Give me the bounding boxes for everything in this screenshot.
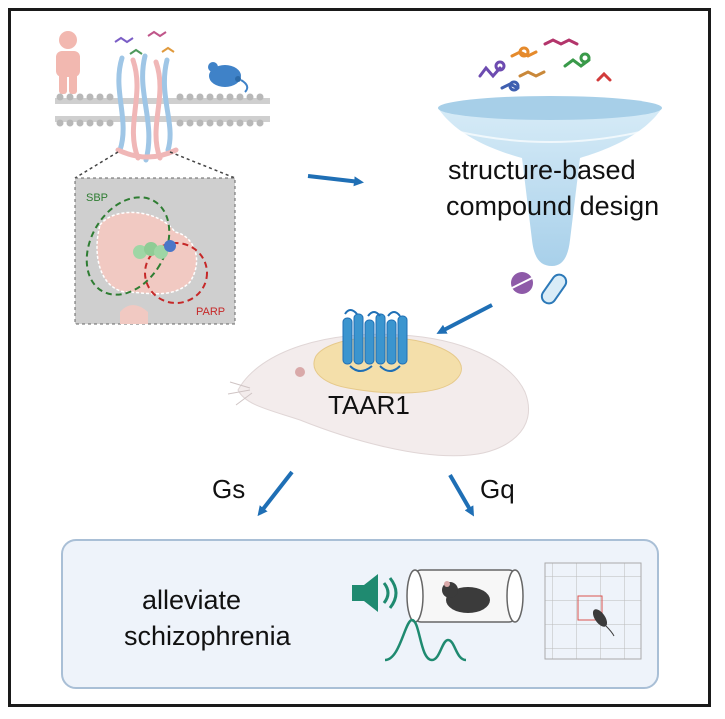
parp-outline: [144, 242, 208, 304]
binding-pocket-inset: [74, 177, 236, 325]
mouse-icon: [208, 62, 249, 93]
zoom-line: [169, 151, 236, 179]
peak-trace-icon: [384, 618, 467, 662]
pill-icon: [511, 272, 533, 294]
compound-library-icon: [478, 38, 612, 92]
design-label-line1: structure-based: [448, 155, 636, 185]
arrow-to-design: [307, 174, 364, 187]
ligand-molecules-icon: [114, 30, 175, 55]
design-label-line2: compound design: [446, 191, 660, 221]
sbp-label: SBP: [86, 192, 109, 204]
ligand-spheres: [133, 240, 176, 259]
funnel-icon: [438, 96, 662, 266]
human-icon: [56, 31, 80, 94]
sbp-outline: [85, 196, 171, 296]
arrow-to-receptor: [436, 303, 493, 334]
open-field-grid-icon: [544, 562, 642, 660]
capsule-icon: [540, 273, 568, 305]
cell-membrane: [55, 93, 270, 127]
zoom-line: [74, 151, 119, 179]
receptor-label: TAAR1: [328, 390, 410, 420]
arrow-gs: [257, 470, 294, 517]
gq-label: Gq: [480, 474, 515, 504]
receptor-ribbon-icon: [115, 53, 179, 163]
parp-label: PARP: [196, 306, 226, 318]
outcome-line1: alleviate: [142, 585, 242, 615]
arrow-gq: [448, 473, 475, 517]
startle-chamber-icon: [406, 569, 524, 623]
gs-label: Gs: [212, 474, 246, 504]
outcome-line2: schizophrenia: [124, 621, 291, 651]
speaker-icon: [352, 574, 398, 612]
taar1-receptor-icon: [342, 309, 408, 372]
